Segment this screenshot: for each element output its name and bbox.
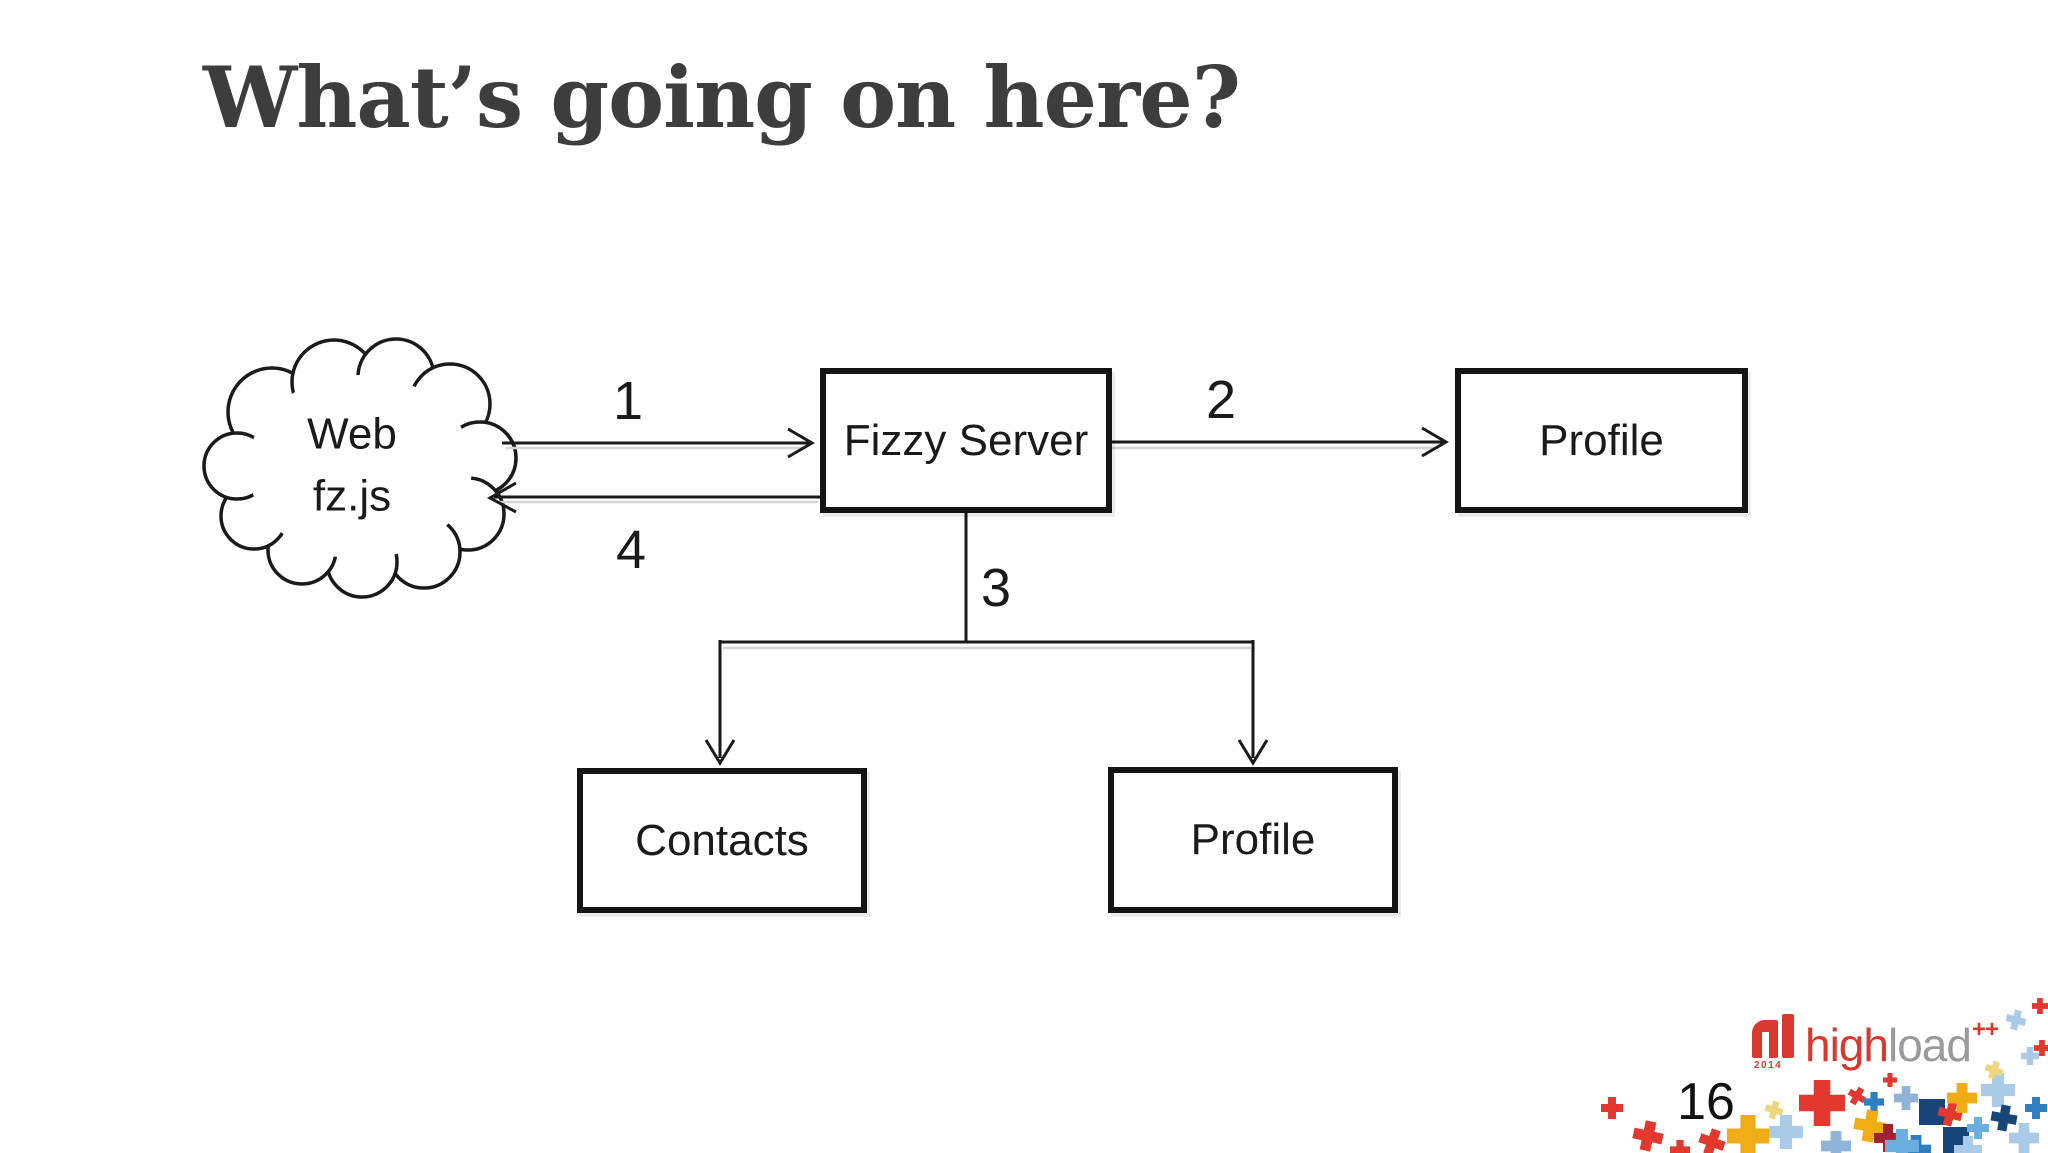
cloud-label-line1: Web	[307, 409, 397, 459]
cloud-shape	[202, 337, 518, 599]
node-fizzy-server: Fizzy Server	[820, 368, 1112, 513]
logo-mark-bar	[1782, 1014, 1794, 1058]
arrow-4-head	[486, 481, 517, 514]
cloud-web-fzjs: Web fz.js	[307, 404, 397, 529]
node-profile-right: Profile	[1455, 368, 1748, 513]
highload-logo-mark: 2014	[1752, 1012, 1798, 1072]
cloud-label-line2: fz.js	[312, 472, 392, 521]
arrow-1-head	[787, 427, 815, 459]
edge-label-1: 1	[612, 371, 644, 431]
line-shadows	[500, 446, 1438, 650]
node-profile-bottom-label: Profile	[1190, 815, 1316, 864]
arrow-2-head	[1421, 426, 1449, 458]
highload-logo: 2014 highload++	[1752, 1012, 1999, 1072]
page-number: 16	[1677, 1073, 1735, 1131]
logo-text: highload++	[1805, 1012, 1999, 1071]
node-profile-bottom: Profile	[1108, 767, 1398, 913]
logo-suffix: ++	[1971, 1015, 1999, 1043]
logo-mark-notch	[1762, 1032, 1769, 1058]
node-contacts: Contacts	[577, 768, 867, 913]
node-fizzy-server-label: Fizzy Server	[843, 415, 1089, 465]
slide-title: What’s going on here?	[203, 48, 1241, 147]
edge-label-3: 3	[980, 558, 1012, 618]
node-contacts-label: Contacts	[635, 815, 809, 865]
logo-year: 2014	[1754, 1060, 1783, 1071]
node-profile-right-label: Profile	[1539, 415, 1664, 465]
logo-text-load: load	[1887, 1019, 1972, 1071]
edge-label-4: 4	[615, 520, 647, 580]
edge-3-left-head	[704, 739, 736, 766]
logo-text-high: high	[1805, 1019, 1889, 1071]
edge-3-right-head	[1237, 739, 1269, 766]
edge-label-2: 2	[1205, 370, 1237, 430]
